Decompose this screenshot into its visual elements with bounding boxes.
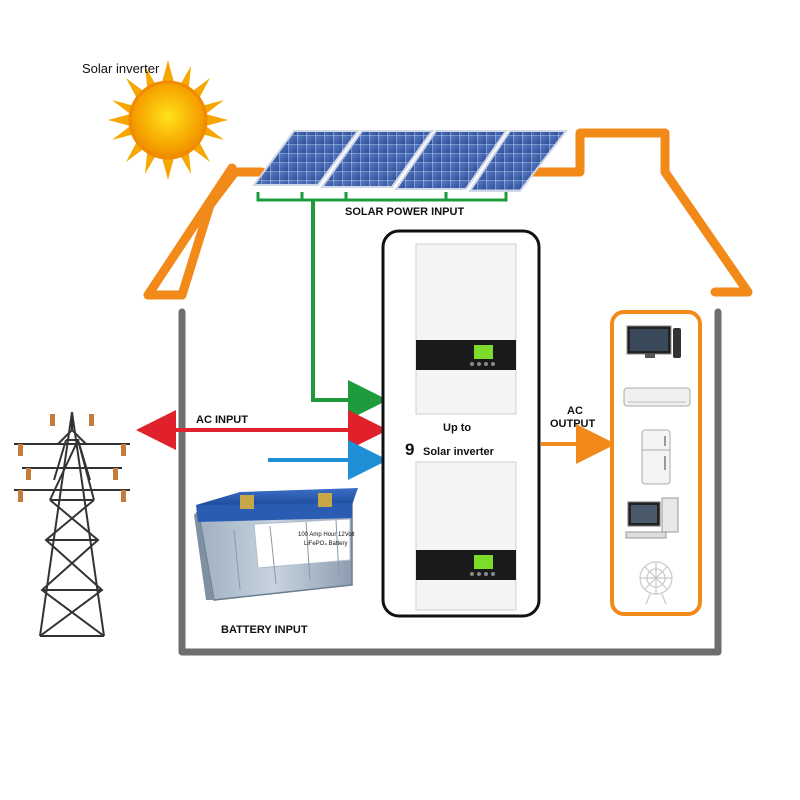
house-roof-outline (143, 128, 753, 300)
solar-input-connector (256, 192, 508, 202)
inverter-unit-top (415, 243, 517, 415)
tv-icon (626, 325, 681, 358)
house-walls (178, 308, 722, 656)
solar-panel-array (252, 130, 569, 192)
ac-output-label-line2: OUTPUT (550, 418, 596, 430)
ac-output-label-line1: AC (567, 405, 583, 417)
desktop-computer-icon (625, 497, 679, 539)
battery-spec-line2: LiFePO₄ Battery (304, 541, 347, 547)
lamp-icon (639, 561, 673, 605)
ac-input-label: AC INPUT (196, 414, 248, 426)
sun-icon (108, 60, 228, 180)
solar-power-input-label: SOLAR POWER INPUT (345, 206, 464, 218)
up-to-label: Up to (443, 422, 471, 434)
inverter-count: 9 (405, 440, 414, 459)
refrigerator-icon (641, 429, 671, 485)
pylon-insulators (18, 414, 126, 502)
power-pylon-icon (14, 411, 130, 637)
solar-inverter-label: Solar inverter (423, 446, 495, 458)
solar-input-arrow (311, 200, 388, 420)
battery-spec-line1: 100 Amp Hour 12Volt (298, 532, 355, 538)
battery-input-label: BATTERY INPUT (221, 624, 308, 636)
sun-caption: Solar inverter (82, 61, 160, 76)
air-conditioner-icon (623, 387, 691, 407)
inverter-screen-top (474, 345, 493, 359)
battery-icon (194, 488, 358, 601)
inverter-screen-bottom (474, 555, 493, 569)
inverter-unit-bottom (415, 461, 517, 611)
